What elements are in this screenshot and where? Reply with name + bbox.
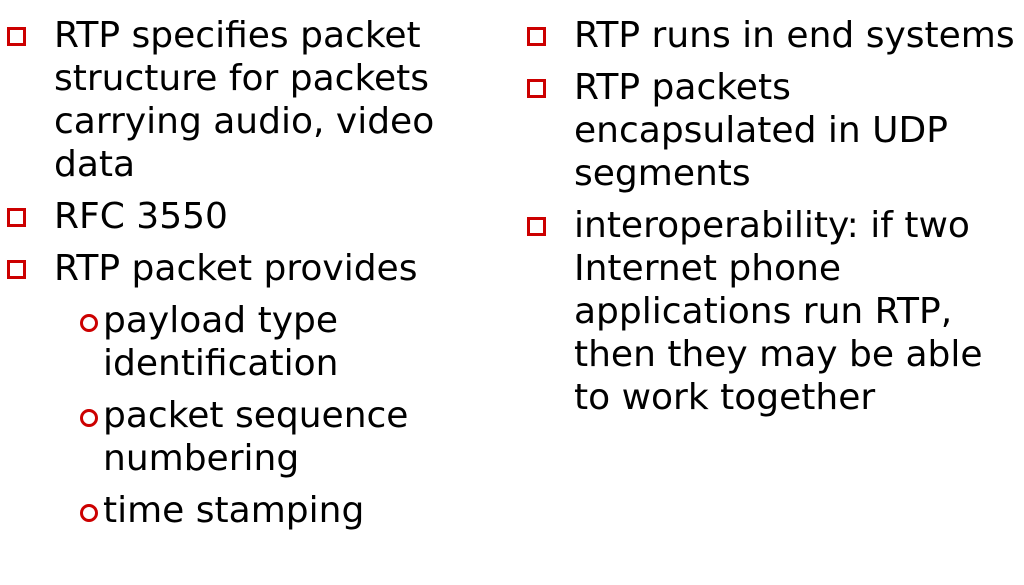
sub-bullet-item-payload: payload type identification [0,299,470,385]
bullet-text: RTP specifies packet structure for packe… [54,15,435,185]
square-bullet-icon [527,79,546,98]
sub-bullet-text: time stamping [103,490,365,531]
sub-bullet-text: payload type identification [103,300,339,384]
circle-bullet-icon [80,504,98,522]
circle-bullet-icon [80,314,98,332]
bullet-item-interoperability: interoperability: if two Internet phone … [520,204,1020,419]
bullet-text: RFC 3550 [54,196,228,237]
bullet-text: RTP runs in end systems [574,15,1015,56]
bullet-item-rtp-specifies: RTP specifies packet structure for packe… [0,14,470,186]
bullet-item-encapsulated: RTP packets encapsulated in UDP segments [520,66,1020,195]
bullet-text: RTP packet provides [54,248,418,289]
sub-bullet-text: packet sequence numbering [103,395,409,479]
sub-bullet-item-timestamp: time stamping [0,489,470,532]
square-bullet-icon [7,208,26,227]
left-column: RTP specifies packet structure for packe… [0,14,470,541]
sub-bullet-item-sequence: packet sequence numbering [0,394,470,480]
right-column: RTP runs in end systems RTP packets enca… [520,14,1020,428]
bullet-item-rtp-provides: RTP packet provides [0,247,470,290]
square-bullet-icon [7,27,26,46]
bullet-item-rfc: RFC 3550 [0,195,470,238]
circle-bullet-icon [80,409,98,427]
square-bullet-icon [527,217,546,236]
bullet-text: interoperability: if two Internet phone … [574,205,983,418]
square-bullet-icon [527,27,546,46]
bullet-item-end-systems: RTP runs in end systems [520,14,1020,57]
bullet-text: RTP packets encapsulated in UDP segments [574,67,948,194]
square-bullet-icon [7,260,26,279]
